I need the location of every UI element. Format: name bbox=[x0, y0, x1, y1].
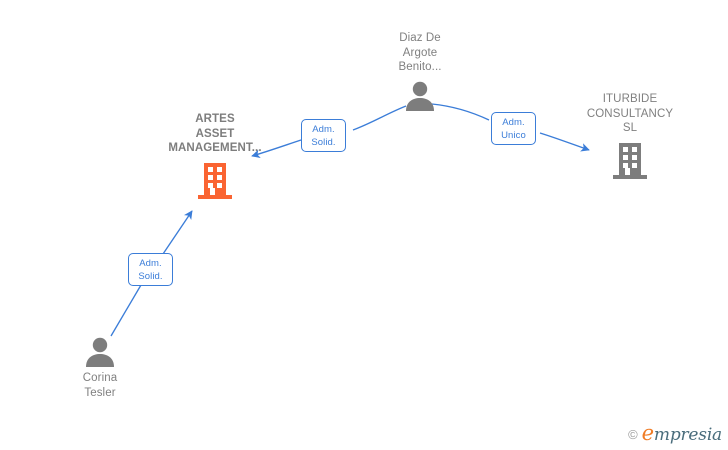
node-label: ITURBIDE CONSULTANCY SL bbox=[586, 93, 674, 134]
edge-diaz-artes bbox=[251, 105, 407, 159]
node-label: Diaz De Argote Benito... bbox=[398, 32, 442, 73]
node-diaz-de-argote-benito[interactable]: Diaz De Argote Benito... bbox=[375, 31, 465, 111]
empresia-logo-rest: mpresia bbox=[653, 425, 722, 445]
edge-diaz-iturbide bbox=[431, 103, 590, 152]
edge-corina-artes bbox=[110, 210, 193, 337]
person-icon bbox=[55, 337, 145, 367]
node-label: ARTES ASSET MANAGEMENT... bbox=[168, 113, 262, 154]
edge-label-corina-artes[interactable]: Adm. Solid. bbox=[128, 253, 173, 286]
empresia-watermark: © empresia bbox=[628, 423, 723, 445]
edge-label-diaz-iturbide[interactable]: Adm. Unico bbox=[491, 112, 536, 145]
empresia-logo-lead: e bbox=[641, 421, 654, 445]
node-iturbide-consultancy-sl[interactable]: ITURBIDE CONSULTANCY SL bbox=[562, 92, 698, 181]
empresia-logo: empresia bbox=[642, 423, 723, 445]
copyright-icon: © bbox=[628, 427, 638, 442]
node-corina-tesler[interactable]: Corina Tesler bbox=[55, 337, 145, 400]
node-label: Corina Tesler bbox=[82, 372, 118, 399]
building-icon bbox=[562, 141, 698, 181]
node-artes-asset-management[interactable]: ARTES ASSET MANAGEMENT... bbox=[142, 112, 288, 201]
edge-label-diaz-artes[interactable]: Adm. Solid. bbox=[301, 119, 346, 152]
person-icon bbox=[375, 81, 465, 111]
building-icon bbox=[142, 161, 288, 201]
